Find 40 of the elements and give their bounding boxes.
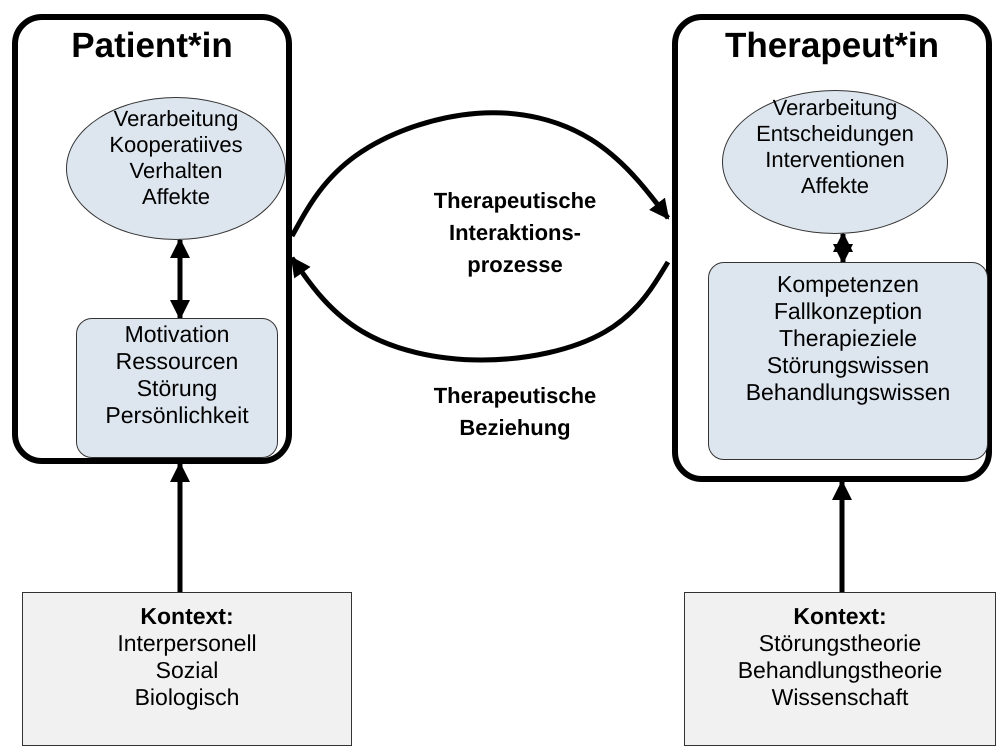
list-item: Wissenschaft xyxy=(772,684,908,711)
list-item: Motivation xyxy=(124,321,230,348)
center-label: Therapeutische Interaktions- prozesse xyxy=(432,187,598,279)
context-box xyxy=(22,592,352,746)
arrow xyxy=(290,256,670,362)
box-heading: Patient*in xyxy=(71,26,233,66)
list-item: Behandlungstheorie xyxy=(738,657,942,684)
list-item: Ressourcen xyxy=(116,348,238,375)
box-heading: Kontext: xyxy=(793,603,887,630)
list-item: Kompetenzen xyxy=(777,271,919,298)
list-item: Sozial xyxy=(156,657,218,684)
arrow xyxy=(290,110,670,238)
arrow xyxy=(170,238,190,320)
list-item: Affekte xyxy=(142,184,210,210)
list-item: Affekte xyxy=(800,173,870,199)
relationship-label: Therapeutische Beziehung xyxy=(432,382,598,442)
list-item: Persönlichkeit xyxy=(105,402,249,429)
list-item: Behandlungswissen xyxy=(746,379,950,406)
list-item: Verarbeitung xyxy=(114,106,238,132)
list-item: Interventionen xyxy=(765,147,905,173)
list-item: Entscheidungen xyxy=(756,121,914,147)
arrow xyxy=(170,462,190,592)
list-item: Fallkonzeption xyxy=(774,298,922,325)
attribute-box xyxy=(76,318,278,458)
list-item: Störungswissen xyxy=(766,352,930,379)
list-item: Interpersonell xyxy=(117,630,257,657)
box-heading: Kontext: xyxy=(140,603,234,630)
box-heading: Therapeut*in xyxy=(725,26,939,66)
person-box xyxy=(12,14,292,464)
attribute-box xyxy=(708,262,988,460)
list-item: Störung xyxy=(136,375,218,402)
arrow xyxy=(832,480,852,592)
list-item: Verarbeitung xyxy=(772,95,898,121)
context-box xyxy=(684,592,996,746)
list-item: Kooperatiives Verhalten xyxy=(108,132,244,184)
list-item: Biologisch xyxy=(134,684,240,711)
arrow xyxy=(833,232,853,264)
list-item: Therapieziele xyxy=(778,325,918,352)
person-box xyxy=(672,14,992,482)
list-item: Störungstheorie xyxy=(758,630,922,657)
